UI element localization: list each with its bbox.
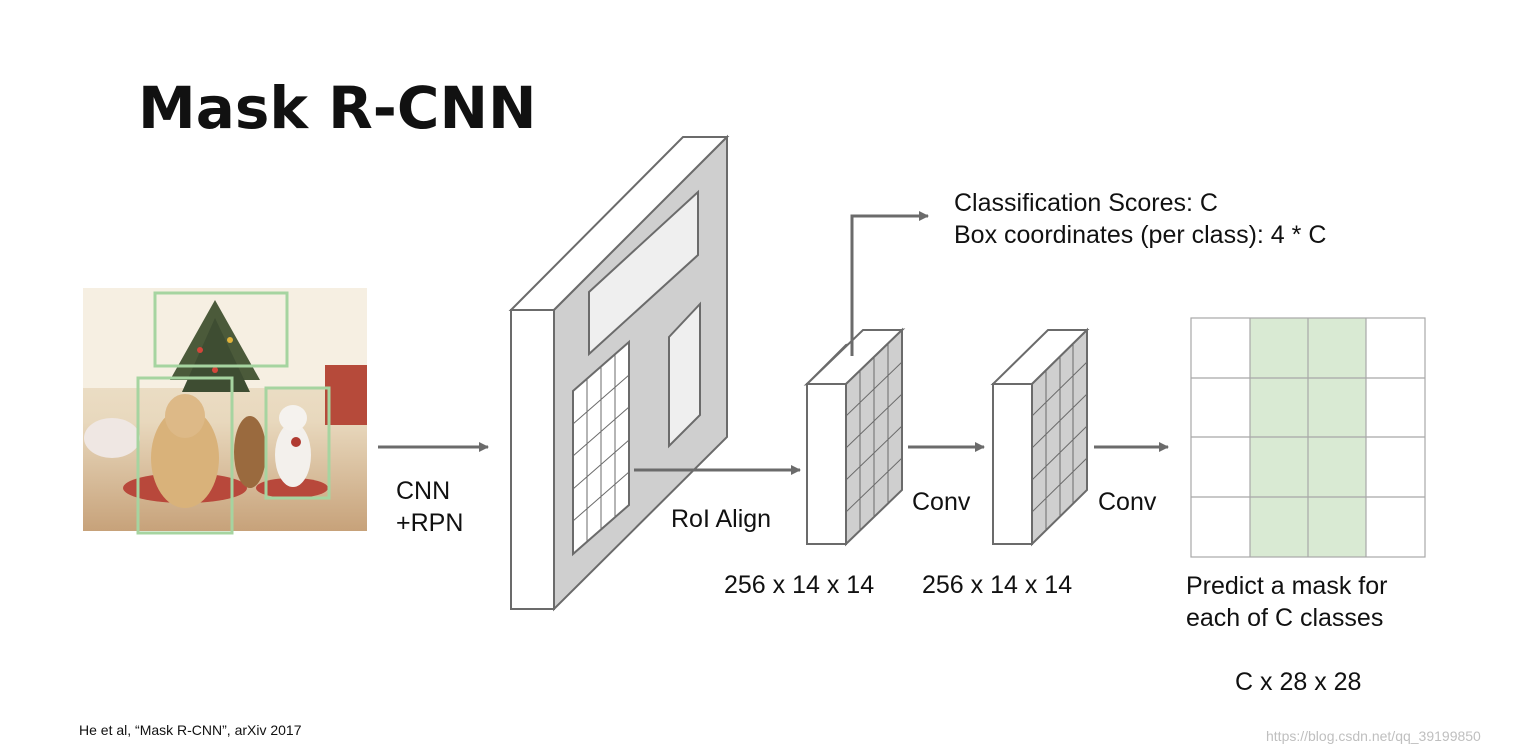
page-title: Mask R-CNN: [138, 74, 537, 142]
detection-box-dog: [136, 376, 234, 535]
watermark: https://blog.csdn.net/qq_39199850: [1266, 728, 1481, 744]
classification-scores-label: Classification Scores: C: [954, 189, 1218, 217]
dims-label-1: 256 x 14 x 14: [724, 571, 875, 599]
roi-grid: [572, 339, 630, 557]
citation: He et al, “Mask R-CNN”, arXiv 2017: [79, 722, 302, 738]
predict-mask-label-line2: each of C classes: [1186, 604, 1384, 632]
arrow-classification-branch: [850, 211, 929, 356]
detection-box-tree: [153, 291, 289, 368]
roi-align-label: RoI Align: [671, 505, 772, 533]
feature-map-block: [508, 134, 730, 612]
roi-feature-block-2: [990, 327, 1090, 547]
rpn-label: +RPN: [396, 509, 464, 537]
cnn-label: CNN: [396, 477, 451, 505]
roi-feature-block-1: [803, 327, 906, 547]
dims-label-2: 256 x 14 x 14: [922, 571, 1073, 599]
box-coordinates-label: Box coordinates (per class): 4 * C: [954, 221, 1327, 249]
predict-mask-label-line1: Predict a mask for: [1186, 572, 1388, 600]
mask-output-grid: [1190, 317, 1426, 558]
input-image: [83, 288, 367, 535]
conv-label-2: Conv: [1098, 488, 1157, 516]
detection-box-cat: [264, 386, 331, 500]
conv-label-1: Conv: [912, 488, 971, 516]
mask-dims-label: C x 28 x 28: [1235, 668, 1362, 696]
